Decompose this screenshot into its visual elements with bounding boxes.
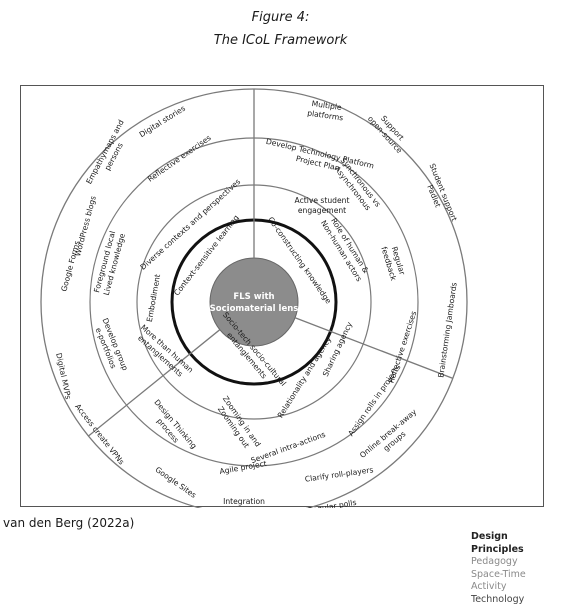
legend-title: Design Principles xyxy=(471,531,543,556)
activity-ring-label: Clarify roll-players xyxy=(304,465,374,484)
label-line: Google Sites xyxy=(154,465,198,500)
pedagogy-ring-label: Embodiment xyxy=(145,273,162,322)
label-line: Digital stories xyxy=(138,104,187,139)
technology-ring-label: Integrationwith LMS xyxy=(223,497,265,508)
technology-ring-label: Brainstorming Jamboards xyxy=(436,282,458,379)
activity-ring-label: Several intra-actions xyxy=(250,430,327,465)
center-label-line: FLS with xyxy=(233,292,274,302)
figure-title: The ICoL Framework xyxy=(0,33,561,48)
label-line: Embodiment xyxy=(145,273,162,322)
label-line: Integration xyxy=(223,497,265,506)
label-line: Reflective exercises xyxy=(387,310,419,384)
activity-ring-label: Reflective exercises xyxy=(387,310,419,384)
label-line: Clarify roll-players xyxy=(304,465,374,484)
label-line: Reflective exercises xyxy=(146,133,213,184)
label-line: Google Forms xyxy=(59,240,81,293)
label-line: Brainstorming Jamboards xyxy=(436,282,458,379)
technology-ring-label: Digital stories xyxy=(138,104,187,139)
legend-item: Pedagogy xyxy=(471,556,543,569)
technology-ring-label: Google Forms xyxy=(59,240,81,293)
label-line: engagement xyxy=(298,206,346,215)
label-line: Regular polls xyxy=(307,498,357,508)
label-line: Several intra-actions xyxy=(250,430,327,465)
label-line: Digital MVPs xyxy=(54,352,73,400)
center-label-line: Sociomaterial lens xyxy=(210,304,299,314)
source-note: van den Berg (2022a) xyxy=(3,516,134,530)
technology-ring-label: Digital MVPs xyxy=(54,352,73,400)
label-line: with LMS xyxy=(227,507,261,508)
technology-ring-label: Google Sites xyxy=(154,465,198,500)
technology-ring-label: Regular polls xyxy=(307,498,357,508)
pedagogy-ring-label: Role of human &Non-human actors xyxy=(319,213,372,283)
activity-ring-label: Reflective exercises xyxy=(146,133,213,184)
legend-item: Technology xyxy=(471,594,543,606)
center-hub xyxy=(210,258,298,346)
legend-item: Space-Time Activity xyxy=(471,569,543,594)
label-line: Active student xyxy=(295,196,350,205)
figure-label: Figure 4: xyxy=(0,10,561,25)
